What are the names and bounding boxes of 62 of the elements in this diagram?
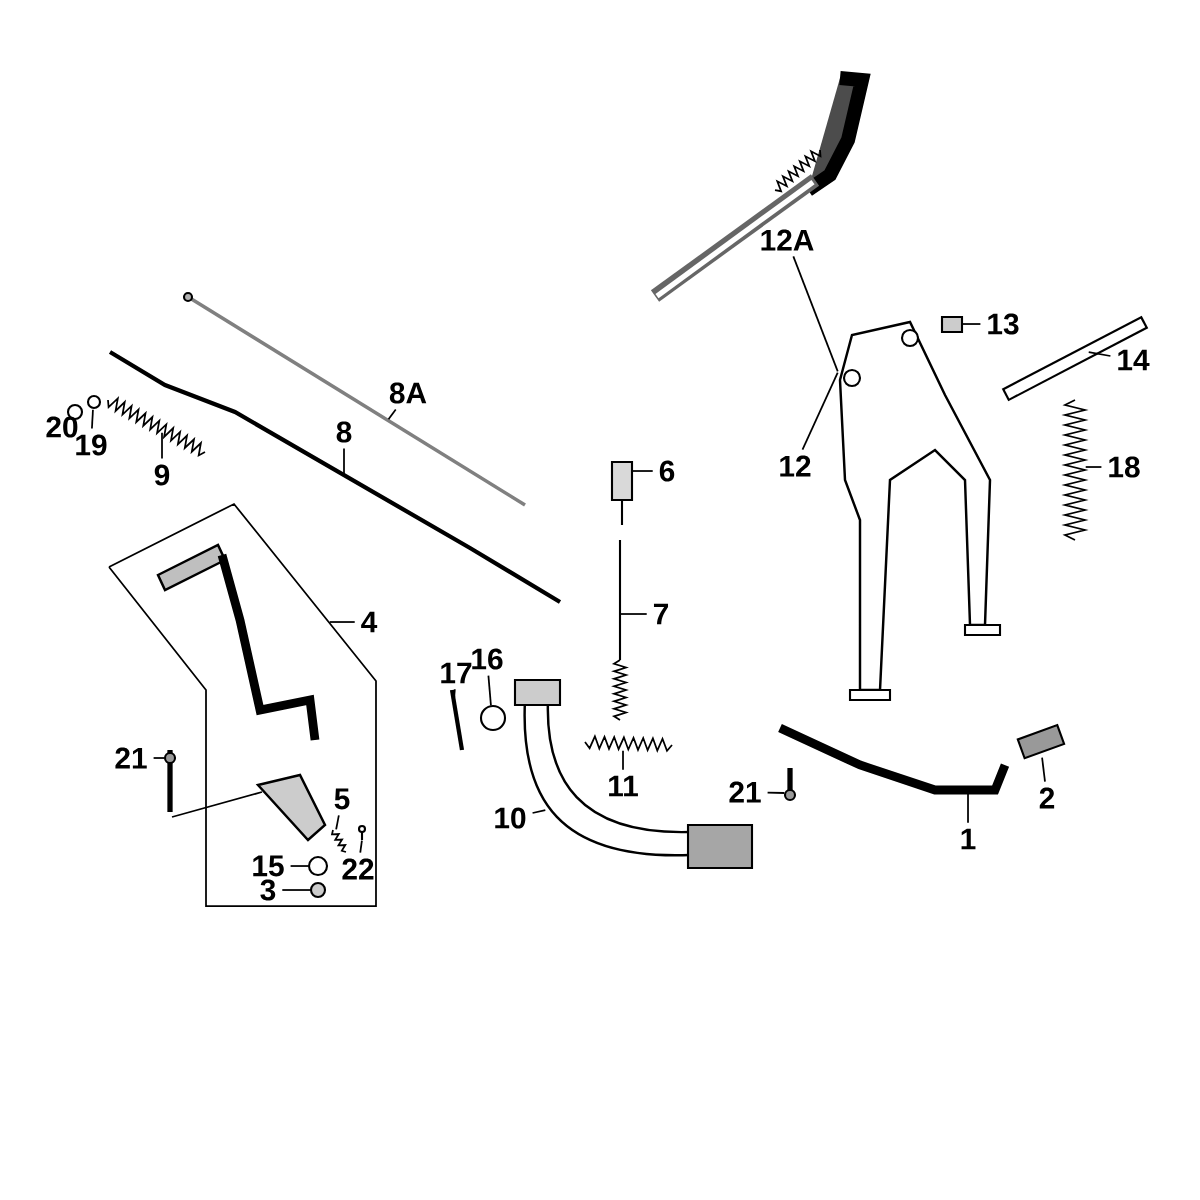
callout-number: 8 <box>336 421 352 443</box>
spring-drawing <box>611 540 629 721</box>
callout-number: 2 <box>1039 787 1055 809</box>
leader-line <box>801 371 839 451</box>
leader-line <box>766 791 786 794</box>
pin-drawing <box>357 824 367 840</box>
leader-line <box>152 757 166 759</box>
callout-number: 6 <box>659 460 675 482</box>
leader-line <box>1084 466 1103 468</box>
frame-outline <box>107 502 377 907</box>
spring-drawing <box>330 829 347 853</box>
washer-drawing <box>307 855 329 877</box>
callout-number: 1 <box>961 828 976 850</box>
callout-number: 16 <box>472 648 503 670</box>
brake-rod-drawing <box>182 291 526 507</box>
callout-number: 19 <box>76 434 107 456</box>
leader-line <box>387 408 397 421</box>
bolt-drawing <box>163 750 177 812</box>
leader-line <box>487 674 492 707</box>
collar-drawing <box>86 394 102 410</box>
callout-number: 3 <box>260 879 276 901</box>
callout-number: 20 <box>46 416 78 438</box>
leader-line <box>161 431 163 460</box>
callout-number: 18 <box>1109 456 1140 478</box>
leader-line <box>961 323 982 325</box>
nut-drawing <box>309 881 327 899</box>
brake-rod-drawing <box>778 724 1010 795</box>
leader-line <box>289 865 310 867</box>
cotter-pin-drawing <box>449 689 465 751</box>
callout-number: 15 <box>253 855 284 877</box>
leader-line <box>359 839 363 854</box>
callout-number: 22 <box>342 858 374 880</box>
callout-number: 21 <box>729 781 761 803</box>
leader-line <box>619 613 648 615</box>
leader-line <box>328 621 356 623</box>
clip-drawing <box>940 315 964 334</box>
callout-number: 10 <box>495 807 526 829</box>
leader-line <box>631 470 654 472</box>
leader-line <box>622 749 624 771</box>
brake-cable-drawing <box>108 350 562 604</box>
leader-line <box>1087 351 1112 357</box>
leader-line <box>281 889 312 891</box>
washer-drawing <box>479 704 507 732</box>
leader-line <box>343 447 345 476</box>
callout-number: 7 <box>653 603 668 625</box>
callout-number: 21 <box>115 747 147 769</box>
leader-line <box>335 814 340 831</box>
spring-drawing <box>1061 399 1089 541</box>
callout-number: 13 <box>988 313 1019 335</box>
bolt-drawing <box>783 768 797 802</box>
callout-number: 8A <box>389 382 427 404</box>
leader-line <box>91 408 94 430</box>
leader-line <box>792 255 839 373</box>
callout-number: 4 <box>361 611 378 633</box>
callout-number: 5 <box>334 788 350 810</box>
leader-line <box>1041 756 1046 783</box>
callout-number: 17 <box>441 662 472 684</box>
leader-line <box>453 688 456 701</box>
switch-drawing <box>610 460 634 525</box>
leader-line <box>967 791 969 824</box>
leader-line <box>531 809 547 814</box>
callout-number: 12 <box>780 455 811 477</box>
